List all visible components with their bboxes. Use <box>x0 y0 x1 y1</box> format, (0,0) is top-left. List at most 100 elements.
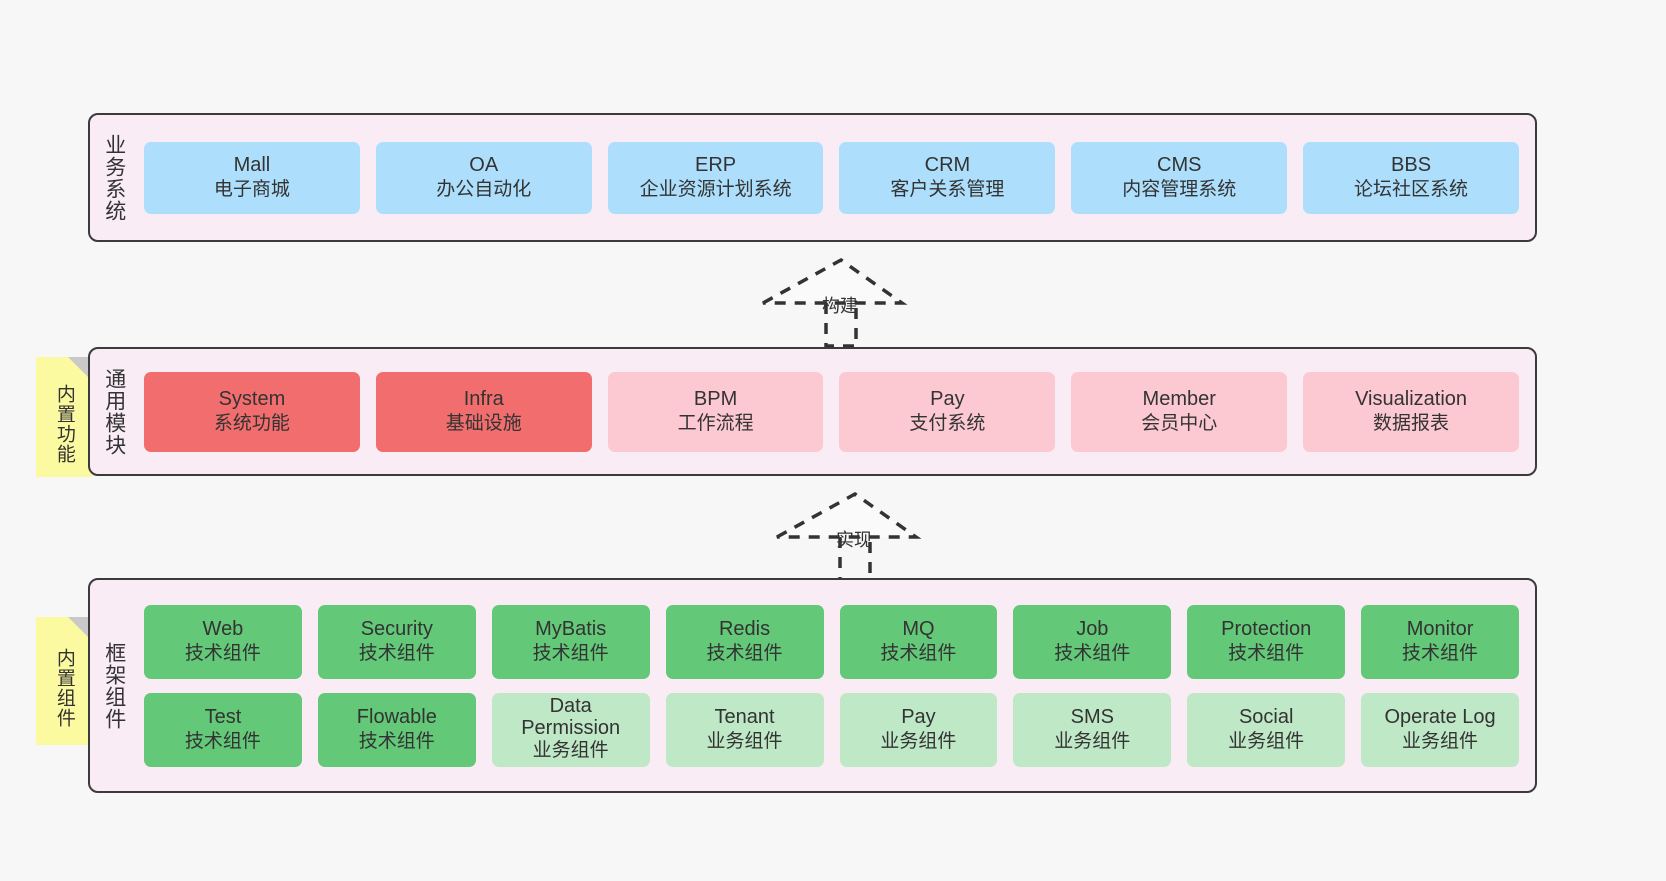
node-test[interactable]: Test 技术组件 <box>144 692 302 767</box>
layer-title-common-modules: 通用模块 <box>102 367 126 456</box>
node-redis[interactable]: Redis 技术组件 <box>665 604 824 679</box>
node-title-en: Operate Log <box>1384 705 1496 728</box>
node-title-cn: 业务组件 <box>1054 731 1131 753</box>
node-oa[interactable]: OA 办公自动化 <box>375 141 592 214</box>
node-monitor[interactable]: Monitor 技术组件 <box>1361 604 1519 679</box>
node-bbs[interactable]: BBS 论坛社区系统 <box>1303 141 1519 214</box>
node-title-en: SMS <box>1070 705 1114 728</box>
node-title-cn: 技术组件 <box>358 731 435 753</box>
sticky-note-label: 内置功能 <box>53 384 75 464</box>
node-mall[interactable]: Mall 电子商城 <box>144 141 360 214</box>
node-infra[interactable]: Infra 基础设施 <box>375 371 592 452</box>
node-title-en: CMS <box>1157 153 1202 176</box>
node-title-cn: 企业资源计划系统 <box>639 179 792 201</box>
connector-arrowhead <box>762 257 908 305</box>
node-title-cn: 支付系统 <box>909 413 986 435</box>
node-title-en: Web <box>202 617 244 640</box>
node-title-en: Job <box>1076 617 1109 640</box>
connector-build: 构建 <box>758 257 908 348</box>
node-title-en: BPM <box>693 387 738 410</box>
node-operate-log[interactable]: Operate Log 业务组件 <box>1361 692 1519 767</box>
node-sms[interactable]: SMS 业务组件 <box>1013 692 1172 767</box>
connector-stem <box>824 303 858 348</box>
node-row: Web 技术组件 Security 技术组件 MyBatis 技术组件 Redi… <box>144 604 1519 679</box>
node-title-cn: 业务组件 <box>1228 731 1305 753</box>
node-protection[interactable]: Protection 技术组件 <box>1187 604 1346 679</box>
layer-body-framework-components: Web 技术组件 Security 技术组件 MyBatis 技术组件 Redi… <box>138 580 1535 791</box>
node-title-cn: 系统功能 <box>213 413 290 435</box>
node-crm[interactable]: CRM 客户关系管理 <box>839 141 1056 214</box>
node-title-en: OA <box>469 153 499 176</box>
node-title-en: Protection <box>1221 617 1312 640</box>
layer-title-framework-components: 框架组件 <box>102 641 126 730</box>
node-mybatis[interactable]: MyBatis 技术组件 <box>491 604 650 679</box>
sticky-note-builtin-function: 内置功能 <box>36 357 92 477</box>
node-title-cn: 会员中心 <box>1141 413 1218 435</box>
node-title-cn: 技术组件 <box>184 643 261 665</box>
node-social[interactable]: Social 业务组件 <box>1187 692 1346 767</box>
node-title-en: Visualization <box>1355 387 1468 410</box>
node-title-cn: 技术组件 <box>1054 643 1131 665</box>
node-title-cn: 技术组件 <box>880 643 957 665</box>
node-title-en: Redis <box>718 617 771 640</box>
node-bpm[interactable]: BPM 工作流程 <box>607 371 824 452</box>
node-pay-component[interactable]: Pay 业务组件 <box>839 692 998 767</box>
node-title-en: Pay <box>930 387 965 410</box>
connector-implement-arrow <box>776 491 922 582</box>
node-title-cn: 技术组件 <box>184 731 261 753</box>
connector-stem <box>838 537 872 582</box>
node-title-cn: 数据报表 <box>1373 413 1450 435</box>
node-title-en: Data Permission <box>521 695 621 740</box>
node-title-cn: 业务组件 <box>880 731 957 753</box>
connector-build-arrow <box>762 257 908 348</box>
node-mq[interactable]: MQ 技术组件 <box>839 604 998 679</box>
node-title-en: BBS <box>1391 153 1432 176</box>
layer-business-systems: 业务系统 Mall 电子商城 OA 办公自动化 ERP 企业资源计划系统 CRM… <box>88 113 1537 242</box>
node-title-en: Security <box>360 617 433 640</box>
node-title-en: System <box>218 387 286 410</box>
layer-common-modules: 通用模块 System 系统功能 Infra 基础设施 BPM 工作流程 Pay… <box>88 347 1537 476</box>
connector-arrowhead <box>776 491 922 539</box>
node-row: System 系统功能 Infra 基础设施 BPM 工作流程 Pay 支付系统… <box>144 371 1519 452</box>
node-title-cn: 电子商城 <box>213 179 290 201</box>
node-visualization[interactable]: Visualization 数据报表 <box>1303 371 1519 452</box>
node-job[interactable]: Job 技术组件 <box>1013 604 1172 679</box>
node-title-en: ERP <box>695 153 737 176</box>
node-system[interactable]: System 系统功能 <box>144 371 360 452</box>
layer-body-business-systems: Mall 电子商城 OA 办公自动化 ERP 企业资源计划系统 CRM 客户关系… <box>138 115 1535 240</box>
connector-implement-label: 实现 <box>836 530 872 550</box>
node-title-cn: 技术组件 <box>358 643 435 665</box>
node-title-cn: 业务组件 <box>1402 731 1479 753</box>
node-title-cn: 工作流程 <box>677 413 754 435</box>
node-title-en: Mall <box>233 153 271 176</box>
node-title-cn: 内容管理系统 <box>1122 179 1237 201</box>
connector-implement: 实现 <box>772 491 922 582</box>
node-title-cn: 技术组件 <box>1402 643 1479 665</box>
node-title-cn: 办公自动化 <box>436 179 532 201</box>
node-tenant[interactable]: Tenant 业务组件 <box>665 692 824 767</box>
node-flowable[interactable]: Flowable 技术组件 <box>317 692 476 767</box>
node-member[interactable]: Member 会员中心 <box>1071 371 1288 452</box>
node-title-en: MQ <box>902 617 935 640</box>
node-title-en: Member <box>1142 387 1216 410</box>
sticky-note-label: 内置组件 <box>53 648 75 728</box>
node-title-en: Pay <box>901 705 936 728</box>
node-title-cn: 技术组件 <box>1228 643 1305 665</box>
node-title-cn: 技术组件 <box>532 643 609 665</box>
node-erp[interactable]: ERP 企业资源计划系统 <box>607 141 824 214</box>
node-title-cn: 业务组件 <box>532 740 609 762</box>
node-pay[interactable]: Pay 支付系统 <box>839 371 1056 452</box>
node-data-permission[interactable]: Data Permission 业务组件 <box>491 692 650 767</box>
node-cms[interactable]: CMS 内容管理系统 <box>1071 141 1288 214</box>
node-title-cn: 客户关系管理 <box>890 179 1005 201</box>
layer-framework-components: 框架组件 Web 技术组件 Security 技术组件 MyBatis 技术组件… <box>88 578 1537 793</box>
node-title-cn: 业务组件 <box>706 731 783 753</box>
layer-title-business-systems: 业务系统 <box>102 133 126 222</box>
node-web[interactable]: Web 技术组件 <box>144 604 302 679</box>
node-title-en: Monitor <box>1406 617 1474 640</box>
node-security[interactable]: Security 技术组件 <box>317 604 476 679</box>
node-title-en: CRM <box>924 153 971 176</box>
node-title-cn: 基础设施 <box>445 413 522 435</box>
node-title-en: Tenant <box>714 705 775 728</box>
